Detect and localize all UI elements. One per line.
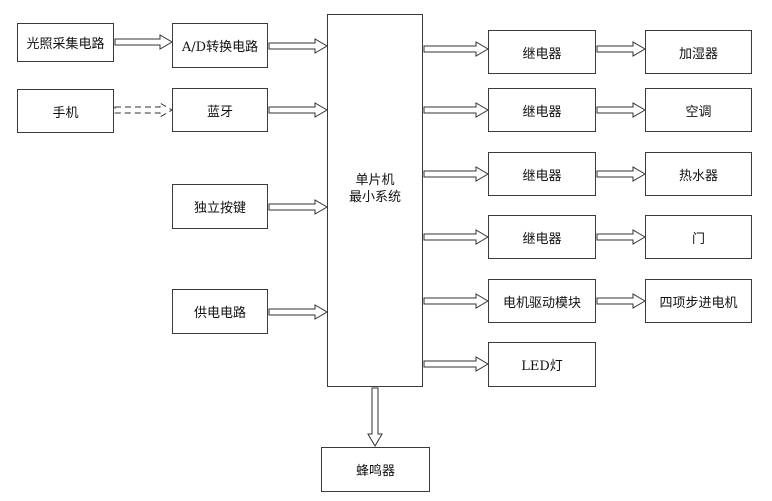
motor-driver-box: 电机驱动模块 — [488, 279, 596, 323]
adc-label: A/D转换电路 — [181, 40, 259, 55]
relay2-box: 继电器 — [488, 88, 596, 132]
arrow-relay1-to-humidifier — [596, 41, 646, 57]
keys-box: 独立按键 — [172, 184, 268, 229]
arrow-mcu-to-relay3 — [423, 166, 489, 182]
arrow-mcu-to-led — [423, 356, 489, 372]
relay3-box: 继电器 — [488, 152, 596, 196]
arrow-relay2-to-aircon — [596, 102, 646, 118]
adc-box: A/D转换电路 — [172, 23, 268, 68]
light-sensor-label: 光照采集电路 — [26, 37, 105, 52]
light-sensor-box: 光照采集电路 — [17, 23, 114, 62]
phone-label: 手机 — [52, 105, 79, 121]
led-box: LED灯 — [488, 342, 596, 387]
door-label: 门 — [691, 231, 705, 247]
humidifier-box: 加湿器 — [645, 30, 752, 74]
arrow-phone-to-bluetooth — [114, 102, 173, 118]
arrow-mcu-to-relay2 — [423, 102, 489, 118]
water-heater-label: 热水器 — [678, 168, 718, 184]
mcu-box: 单片机 最小系统 — [327, 14, 423, 387]
relay1-label: 继电器 — [522, 46, 562, 62]
arrow-relay4-to-door — [596, 229, 646, 245]
arrow-mcu-to-motor-driver — [423, 293, 489, 309]
arrow-light-to-adc — [114, 34, 173, 50]
door-box: 门 — [645, 215, 752, 259]
bluetooth-label: 蓝牙 — [206, 104, 233, 120]
aircon-label: 空调 — [685, 104, 712, 120]
phone-box: 手机 — [17, 89, 114, 133]
arrow-motor-driver-to-stepper — [596, 293, 646, 309]
stepper-motor-box: 四项步进电机 — [645, 279, 752, 323]
water-heater-box: 热水器 — [645, 152, 752, 196]
arrow-bluetooth-to-mcu — [268, 102, 328, 118]
humidifier-label: 加湿器 — [678, 46, 718, 62]
led-label: LED灯 — [521, 359, 563, 374]
relay4-label: 继电器 — [522, 231, 562, 247]
stepper-motor-label: 四项步进电机 — [659, 295, 738, 311]
arrow-power-to-mcu — [268, 304, 328, 320]
arrow-relay3-to-water-heater — [596, 166, 646, 182]
mcu-label-line2: 最小系统 — [348, 189, 401, 205]
motor-driver-label: 电机驱动模块 — [502, 295, 581, 311]
keys-label: 独立按键 — [193, 201, 246, 216]
power-label: 供电电路 — [193, 306, 246, 321]
arrow-mcu-to-buzzer — [367, 387, 383, 447]
bluetooth-box: 蓝牙 — [172, 88, 268, 132]
buzzer-box: 蜂鸣器 — [321, 447, 430, 492]
relay2-label: 继电器 — [522, 104, 562, 120]
relay1-box: 继电器 — [488, 30, 596, 74]
arrow-mcu-to-relay1 — [423, 41, 489, 57]
arrow-mcu-to-relay4 — [423, 229, 489, 245]
relay3-label: 继电器 — [522, 168, 562, 184]
arrow-keys-to-mcu — [268, 199, 328, 215]
buzzer-label: 蜂鸣器 — [355, 464, 395, 479]
mcu-label-line1: 单片机 — [355, 172, 395, 188]
relay4-box: 继电器 — [488, 215, 596, 259]
power-box: 供电电路 — [172, 289, 268, 334]
arrow-adc-to-mcu — [268, 38, 328, 54]
aircon-box: 空调 — [645, 88, 752, 132]
